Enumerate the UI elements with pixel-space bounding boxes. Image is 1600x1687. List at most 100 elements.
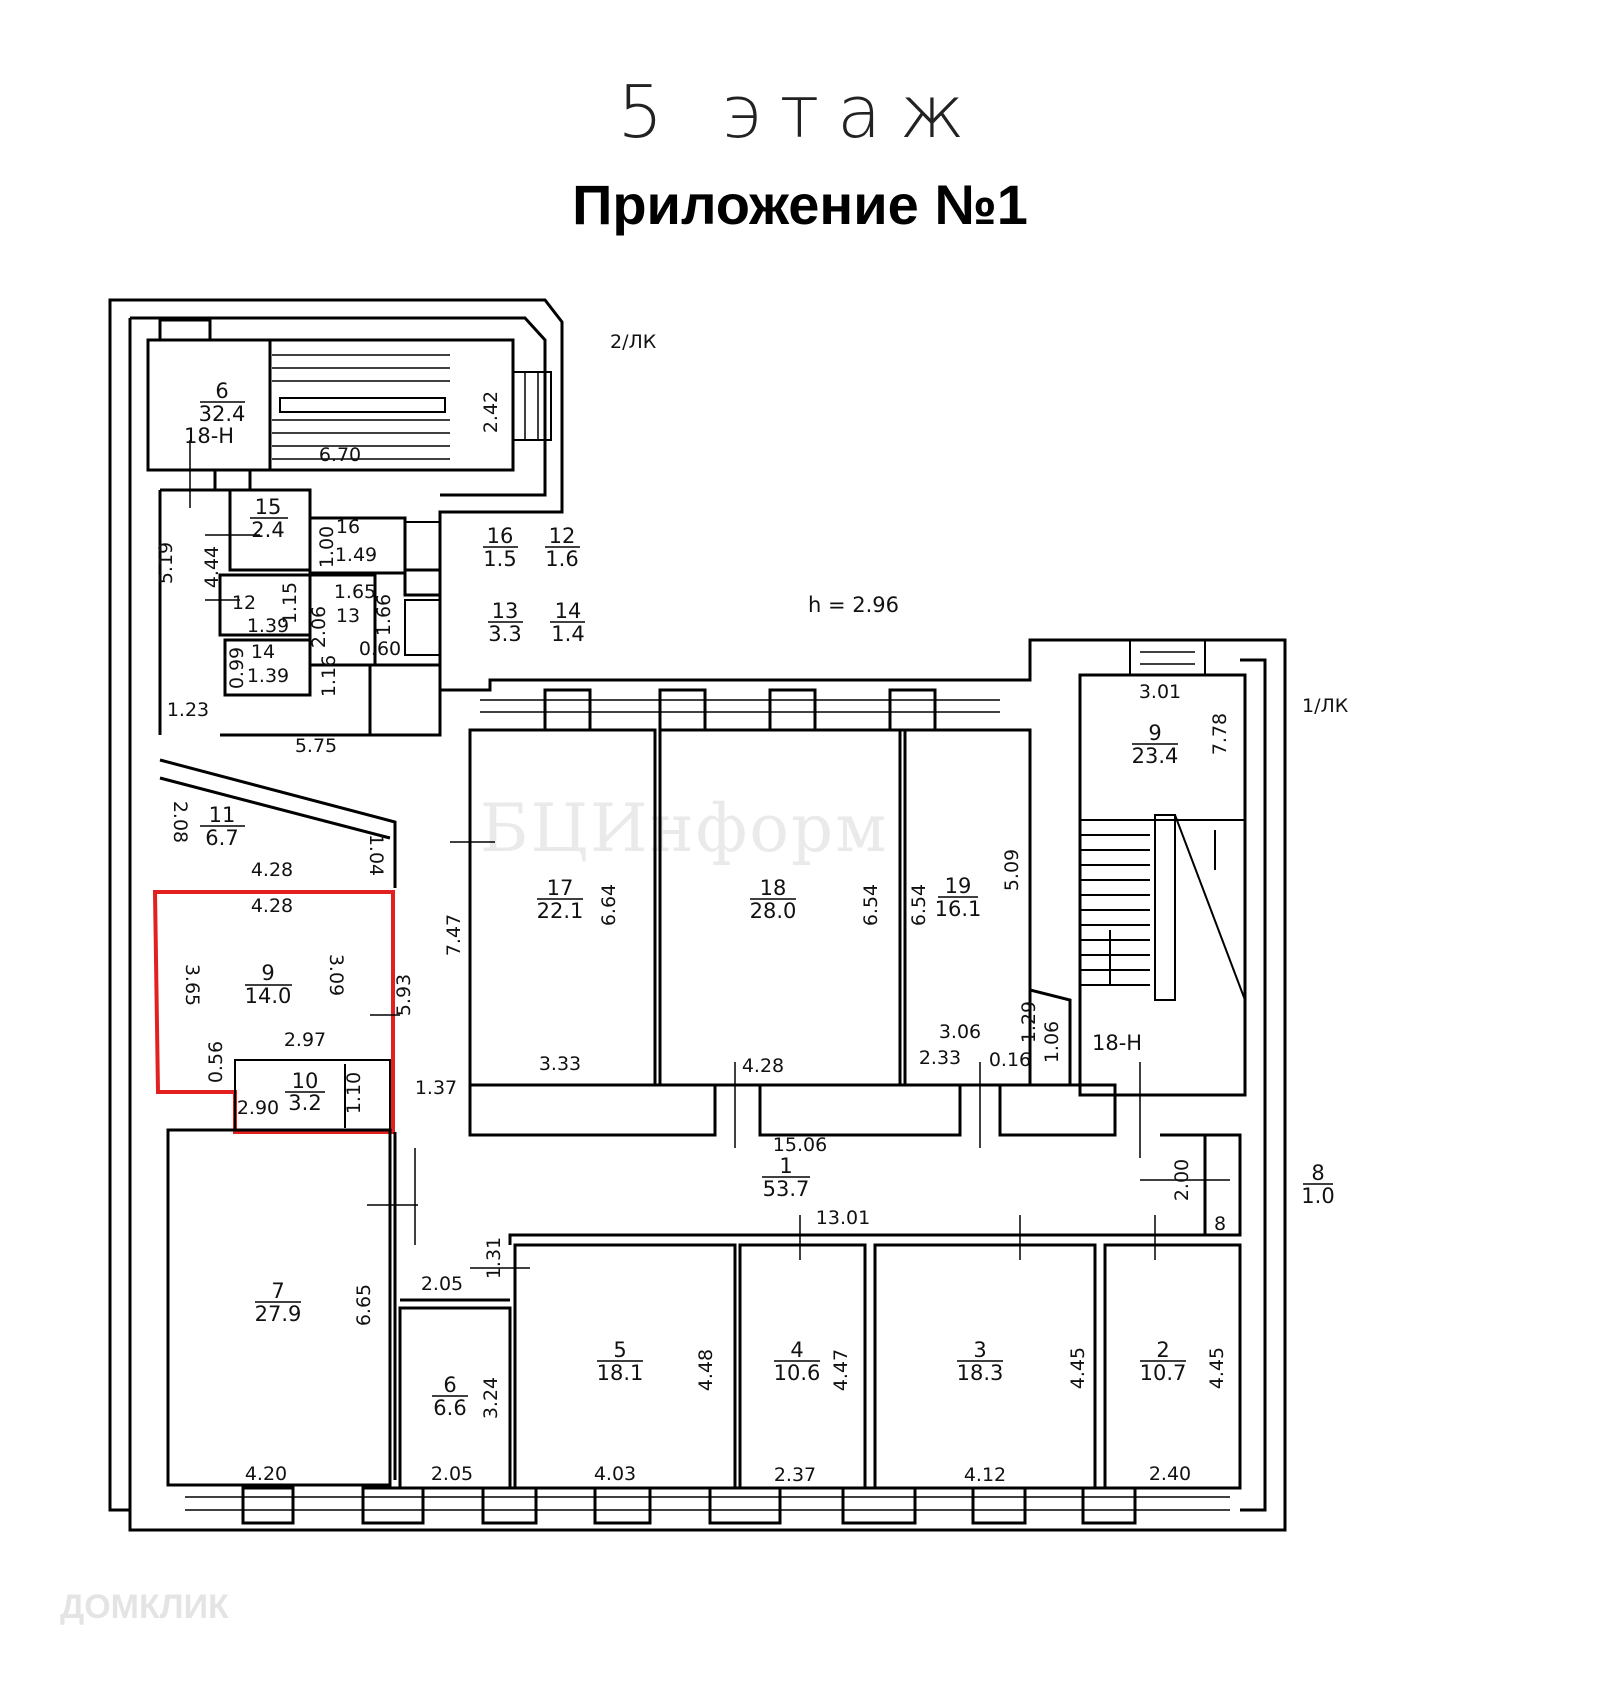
dimension: 4.28 (251, 859, 293, 881)
room-13-small-number: 13 (336, 605, 360, 627)
room-9-right-number: 9 (1148, 721, 1161, 745)
code-18h-left: 18-Н (184, 424, 234, 448)
room-5-number: 5 (613, 1338, 626, 1362)
room-4-number: 4 (790, 1338, 803, 1362)
room-10-number: 10 (292, 1069, 319, 1093)
room-1-number: 1 (779, 1154, 792, 1178)
room-16-small-number: 16 (336, 516, 360, 538)
dimension: 5.75 (295, 735, 337, 757)
dimension: 2.97 (284, 1029, 326, 1051)
dimension: 4.45 (1206, 1347, 1228, 1389)
room-6-bottom-area: 6.6 (433, 1396, 466, 1420)
room-11-area: 6.7 (205, 826, 238, 850)
room-6-bottom-number: 6 (443, 1373, 456, 1397)
room-14-small-number: 14 (251, 641, 275, 663)
room-17-area: 22.1 (537, 899, 584, 923)
dimension: 6.64 (598, 884, 620, 926)
code-18h-right: 18-Н (1092, 1031, 1142, 1055)
room-18-area: 28.0 (750, 899, 797, 923)
dimension: 1.66 (373, 594, 395, 636)
room-14-small-area: 1.39 (247, 665, 289, 687)
dimension: 5.19 (155, 542, 177, 584)
legend-12-number: 12 (549, 524, 576, 548)
room-11-number: 11 (209, 803, 236, 827)
dimension: 0.56 (205, 1041, 227, 1083)
exterior-walls (108, 298, 1287, 1532)
room-10-area: 3.2 (288, 1091, 321, 1115)
appendix-title: Приложение №1 (572, 173, 1028, 236)
dimension: 2.05 (421, 1273, 463, 1295)
dimension: 2.33 (919, 1047, 961, 1069)
stair-2lk-label: 2/ЛК (610, 331, 657, 353)
dimension: 2.90 (237, 1097, 279, 1119)
dimension: 1.29 (1018, 1001, 1040, 1043)
watermark-footer: ДОМКЛИК (60, 1588, 229, 1626)
room-18-number: 18 (760, 876, 787, 900)
upper-window-lines (480, 651, 1195, 713)
dimension: 3.24 (480, 1377, 502, 1419)
room-7-number: 7 (271, 1279, 284, 1303)
dimension: 3.09 (325, 954, 347, 996)
room-9-right-area: 23.4 (1132, 744, 1179, 768)
dimension: 0.99 (226, 647, 248, 689)
room-15-area: 2.4 (251, 518, 284, 542)
dimension: 4.28 (251, 895, 293, 917)
room-4-area: 10.6 (774, 1361, 821, 1385)
room-19-area: 16.1 (935, 897, 982, 921)
upper-windows (543, 639, 1206, 732)
plan-labels: h = 2.96 2/ЛК 1/ЛК 18-Н 18-Н 8 (184, 331, 1349, 1235)
lower-rooms (166, 1128, 1242, 1490)
room-2-area: 10.7 (1140, 1361, 1187, 1385)
dimension: 6.70 (319, 444, 361, 466)
room-labels: 6 32.4 15 2.4 16 12 13 14 1.39 11 6.7 9 … (199, 379, 1335, 1420)
dimension: 1.10 (343, 1072, 365, 1114)
room-9-left-area: 14.0 (245, 984, 292, 1008)
legend-12-area: 1.6 (545, 547, 578, 571)
dimension: 1.31 (483, 1237, 505, 1279)
room-2-number: 2 (1156, 1338, 1169, 1362)
dimension: 15.06 (773, 1134, 827, 1156)
dimension: 1.39 (247, 615, 289, 637)
dimension: 4.28 (742, 1055, 784, 1077)
dimension: 2.06 (308, 606, 330, 648)
lower-windows (241, 1486, 1137, 1525)
floor-title: 5 этаж (617, 70, 983, 154)
legend-16-number: 16 (487, 524, 514, 548)
dimension: 4.45 (1067, 1347, 1089, 1389)
highlighted-premises (152, 890, 395, 1134)
dimension: 1.16 (318, 655, 340, 697)
room-1-area: 53.7 (763, 1177, 810, 1201)
room-7-area: 27.9 (255, 1302, 302, 1326)
dimension: 5.09 (1001, 849, 1023, 891)
dimension: 2.00 (1171, 1159, 1193, 1201)
legend-13-number: 13 (492, 599, 519, 623)
room-5-area: 18.1 (597, 1361, 644, 1385)
dimension: 4.12 (964, 1464, 1006, 1486)
dimension: 3.06 (939, 1021, 981, 1043)
dimension: 13.01 (816, 1207, 870, 1229)
dimension: 4.47 (830, 1349, 852, 1391)
dimension: 3.33 (539, 1053, 581, 1075)
dimension: 0.60 (359, 638, 401, 660)
room-15-number: 15 (255, 495, 282, 519)
dimension: 0.16 (989, 1049, 1031, 1071)
room-6-top-number: 6 (215, 379, 228, 403)
dimension: 1.23 (167, 699, 209, 721)
dimension: 3.01 (1139, 681, 1181, 703)
dimension: 3.65 (181, 964, 203, 1006)
dimension-labels: 2.42 6.70 5.19 4.44 1.00 1.49 1.15 2.06 … (155, 391, 1231, 1486)
dimension: 1.15 (279, 582, 301, 624)
room-12-small-number: 12 (232, 592, 256, 614)
dimension: 7.78 (1209, 713, 1231, 755)
dimension: 2.37 (774, 1464, 816, 1486)
room-8-number: 8 (1311, 1161, 1324, 1185)
dimension: 1.00 (316, 526, 338, 568)
dimension: 1.49 (335, 544, 377, 566)
dimension: 7.47 (443, 914, 465, 956)
dimension: 2.40 (1149, 1463, 1191, 1485)
dimension: 2.08 (169, 801, 191, 843)
dimension: 2.05 (431, 1463, 473, 1485)
dimension: 5.93 (393, 974, 415, 1016)
fraction-bars (200, 401, 1333, 1397)
